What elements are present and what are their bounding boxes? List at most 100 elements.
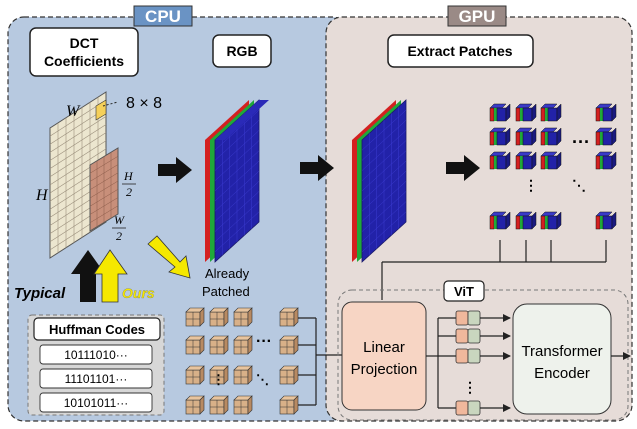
patch-cube xyxy=(489,127,511,146)
extract-patches-box xyxy=(387,34,534,68)
w-half-den: 2 xyxy=(116,229,122,243)
block-pointer xyxy=(102,101,119,107)
rgb-label-box xyxy=(212,34,272,68)
patch-cube xyxy=(540,127,562,146)
patched-block xyxy=(209,395,229,415)
cpu-patches-hdots: ··· xyxy=(256,333,272,350)
dct-label-line2: Coefficients xyxy=(44,53,124,69)
transformer-encoder-block xyxy=(512,303,612,415)
patched-block xyxy=(233,395,253,415)
patch-collector-lines xyxy=(381,240,607,300)
dct-plane xyxy=(49,91,107,259)
patch-cube xyxy=(595,211,617,230)
token-embedding xyxy=(455,328,481,344)
huffman-title-box xyxy=(33,317,161,341)
cpu-patches-ddots: ⋱ xyxy=(256,372,269,387)
vit-title: ViT xyxy=(454,284,474,299)
patched-block xyxy=(185,395,205,415)
gpu-title-badge xyxy=(447,5,507,27)
ours-diagonal-arrow xyxy=(147,235,191,279)
patch-cube xyxy=(489,103,511,122)
gpu-patches-hdots: ··· xyxy=(572,132,590,152)
patch-cube xyxy=(540,151,562,170)
transformer-line2: Encoder xyxy=(534,365,590,382)
huffman-code-text: 11101101··· xyxy=(65,372,128,386)
patched-block xyxy=(279,365,299,385)
gpu-patches-ddots: ⋱ xyxy=(572,177,586,193)
huffman-code-text: 10111010··· xyxy=(64,348,128,362)
h-half-num: H xyxy=(123,169,134,183)
already-patched-line1: Already xyxy=(205,266,250,281)
huffman-code-row xyxy=(39,344,153,365)
token-vdots: ⋮ xyxy=(463,379,477,395)
patched-block xyxy=(279,395,299,415)
patched-block xyxy=(185,365,205,385)
huffman-code-row xyxy=(39,368,153,389)
patch-cube xyxy=(595,127,617,146)
huffman-code-row xyxy=(39,392,153,413)
patched-block xyxy=(233,307,253,327)
patched-block xyxy=(233,335,253,355)
patch-cube xyxy=(595,103,617,122)
rgb-cube xyxy=(205,99,269,263)
vit-panel xyxy=(337,289,629,421)
patch-cube xyxy=(515,151,537,170)
extract-patches-label: Extract Patches xyxy=(407,43,512,59)
gpu-patch-grid xyxy=(489,103,617,230)
gpu-title: GPU xyxy=(459,7,496,26)
cpu-title: CPU xyxy=(145,7,181,26)
h-label: H xyxy=(35,187,49,204)
patch-cube xyxy=(515,127,537,146)
cpu-patches-vdots: ⋮ xyxy=(212,372,225,387)
rgb-label: RGB xyxy=(226,43,257,59)
patched-block xyxy=(233,365,253,385)
dct-label-box xyxy=(29,27,139,77)
block-label: 8 × 8 xyxy=(126,95,162,112)
already-patched-line2: Patched xyxy=(202,284,250,299)
token-embedding xyxy=(455,348,481,364)
h-half-den: 2 xyxy=(126,185,132,199)
patch-cube xyxy=(515,103,537,122)
cpu-title-badge xyxy=(133,5,193,27)
linear-projection-line1: Linear xyxy=(363,339,405,356)
arrow-dct-to-rgb xyxy=(158,157,192,183)
token-embedding xyxy=(455,400,481,416)
linear-projection-block xyxy=(341,301,427,411)
patch-cube xyxy=(540,103,562,122)
patch-cube xyxy=(540,211,562,230)
token-embeddings xyxy=(455,310,481,416)
patched-block xyxy=(185,307,205,327)
w-label: W xyxy=(66,103,81,120)
patched-block xyxy=(279,307,299,327)
patch-cube xyxy=(489,151,511,170)
patch-cube xyxy=(489,211,511,230)
patched-block xyxy=(279,335,299,355)
patch-cube xyxy=(595,151,617,170)
arrow-rgb-to-gpu xyxy=(300,155,334,181)
typical-arrow xyxy=(71,250,105,302)
patch-cube xyxy=(515,211,537,230)
w-half-num: W xyxy=(114,213,125,227)
gpu-patches-vdots: ⋮ xyxy=(524,177,538,193)
transformer-line1: Transformer xyxy=(521,343,602,360)
huffman-code-text: 10101011··· xyxy=(64,396,129,410)
cpu-patch-grid xyxy=(185,307,299,415)
dct-subplane xyxy=(89,147,119,232)
patched-block xyxy=(209,307,229,327)
patched-block xyxy=(209,365,229,385)
token-split-lines xyxy=(426,317,456,409)
huffman-title: Huffman Codes xyxy=(49,322,145,337)
patched-block xyxy=(185,335,205,355)
linear-projection-line2: Projection xyxy=(351,361,418,378)
ours-label: Ours xyxy=(122,285,155,301)
patched-block xyxy=(209,335,229,355)
gpu-image-cube xyxy=(352,99,407,263)
token-arrows xyxy=(480,314,511,412)
arrow-cube-to-patches xyxy=(446,155,480,181)
ours-arrow xyxy=(93,249,128,303)
typical-label: Typical xyxy=(14,285,66,302)
token-embedding xyxy=(455,310,481,326)
dct-label-line1: DCT xyxy=(70,35,99,51)
vit-title-box xyxy=(443,280,485,302)
